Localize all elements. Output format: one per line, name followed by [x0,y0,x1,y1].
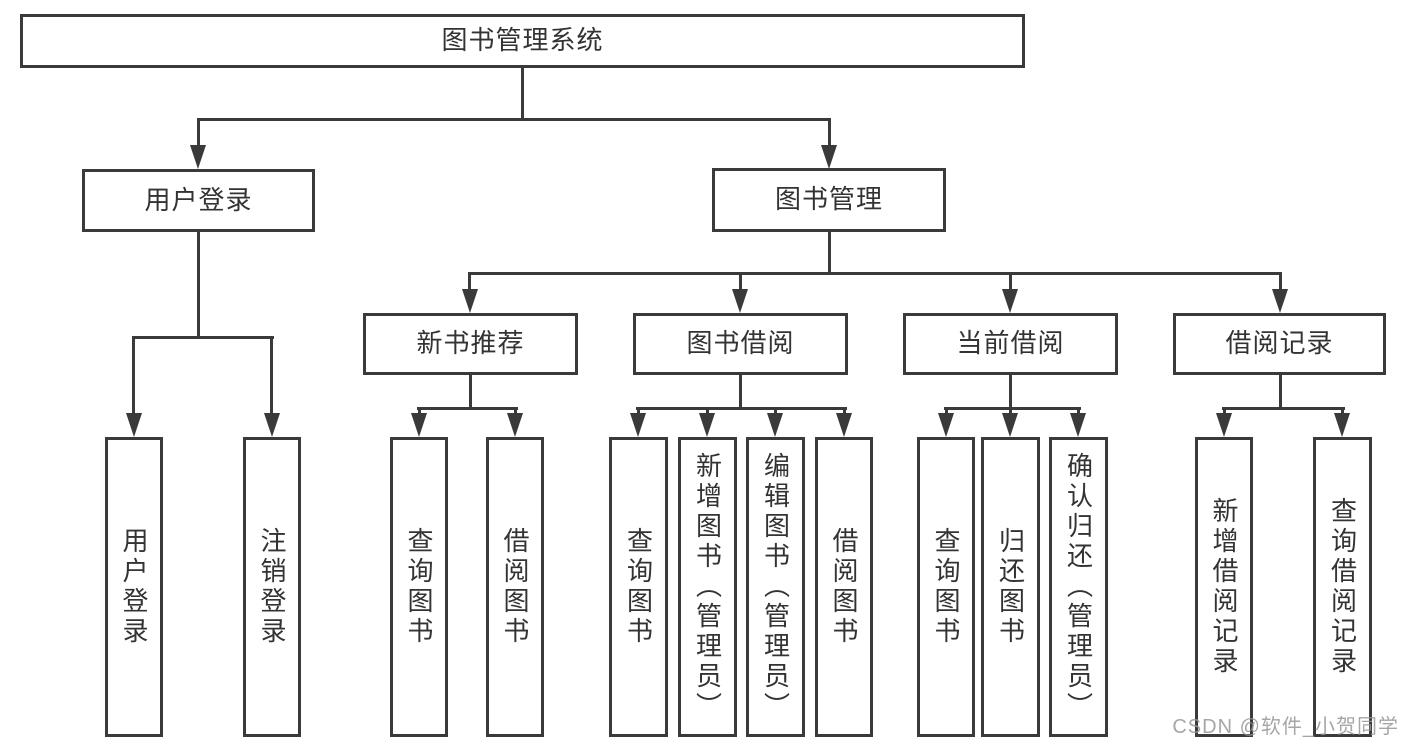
node-label: 注销登录 [257,527,287,647]
arrowhead-down-icon [821,145,837,169]
node-label: 新书推荐 [416,328,525,359]
leaf-query-books-borrowing: 查询图书 [609,437,668,737]
arrowhead-down-icon [264,413,280,437]
leaf-edit-book-admin: 编辑图书（管理员） [746,437,805,737]
connector-line [828,232,831,275]
node-label: 用户登录 [119,527,149,647]
node-label: 查询图书 [623,527,654,647]
node-label: 借阅图书 [500,527,530,647]
leaf-add-borrow-record: 新增借阅记录 [1195,437,1253,737]
node-book-management: 图书管理 [712,168,946,232]
connector-line [468,275,471,291]
arrowhead-down-icon [190,145,206,169]
node-label: 图书借阅 [686,328,795,359]
arrowhead-down-icon [938,413,954,437]
node-book-borrowing: 图书借阅 [633,313,848,375]
connector-line [1009,275,1012,291]
leaf-return-book: 归还图书 [981,437,1040,737]
node-label: 用户登录 [144,184,253,215]
node-label: 新增图书（管理员） [692,452,723,722]
connector-line [739,275,742,291]
node-label: 查询图书 [931,527,961,647]
node-label: 确认归还（管理员） [1063,452,1094,722]
arrowhead-down-icon [1002,289,1018,313]
node-label: 查询借阅记录 [1327,497,1358,677]
arrowhead-down-icon [732,289,748,313]
node-label: 借阅图书 [829,527,859,647]
leaf-query-books-current: 查询图书 [917,437,975,737]
connector-line [1279,375,1282,410]
node-label: 归还图书 [995,527,1026,647]
connector-line [1009,375,1012,410]
connector-line [417,407,518,410]
node-label: 新增借阅记录 [1209,497,1239,677]
connector-line [944,407,1081,410]
arrowhead-down-icon [767,413,783,437]
arrowhead-down-icon [1216,413,1232,437]
connector-line [132,339,135,417]
leaf-add-book-admin: 新增图书（管理员） [678,437,737,737]
node-label: 图书管理 [774,184,883,215]
leaf-borrow-books-recommend: 借阅图书 [486,437,544,737]
arrowhead-down-icon [462,289,478,313]
arrowhead-down-icon [411,413,427,437]
arrowhead-down-icon [836,413,852,437]
arrowhead-down-icon [699,413,715,437]
connector-line [739,375,742,410]
connector-line [1222,407,1345,410]
arrowhead-down-icon [1002,413,1018,437]
node-borrowing-records: 借阅记录 [1173,313,1386,375]
arrowhead-down-icon [126,413,142,437]
node-user-login: 用户登录 [82,169,315,232]
watermark: CSDN @软件_小贺同学 [1172,716,1399,738]
connector-line [197,121,200,148]
arrowhead-down-icon [507,413,523,437]
node-library-management-system: 图书管理系统 [20,14,1025,68]
connector-line [468,272,1282,275]
connector-line [469,375,472,410]
arrowhead-down-icon [630,413,646,437]
connector-line [521,68,524,121]
node-label: 当前借阅 [956,328,1065,359]
node-current-borrowing: 当前借阅 [903,313,1118,375]
connector-line [828,121,831,148]
node-label: 借阅记录 [1225,328,1334,359]
node-label: 图书管理系统 [441,25,604,56]
node-label: 查询图书 [404,527,434,647]
connector-line [132,336,274,339]
leaf-query-books-recommend: 查询图书 [390,437,448,737]
connector-line [636,407,847,410]
connector-line [270,339,273,417]
arrowhead-down-icon [1070,413,1086,437]
arrowhead-down-icon [1272,289,1288,313]
leaf-borrow-books: 借阅图书 [815,437,873,737]
connector-line [197,232,200,339]
node-label: 编辑图书（管理员） [760,452,791,722]
connector-line [197,118,831,121]
node-new-book-recommendation: 新书推荐 [363,313,578,375]
leaf-logout: 注销登录 [243,437,301,737]
arrowhead-down-icon [1334,413,1350,437]
connector-line [1279,275,1282,291]
leaf-confirm-return-admin: 确认归还（管理员） [1049,437,1108,737]
leaf-user-login: 用户登录 [105,437,163,737]
leaf-query-borrow-record: 查询借阅记录 [1313,437,1372,737]
